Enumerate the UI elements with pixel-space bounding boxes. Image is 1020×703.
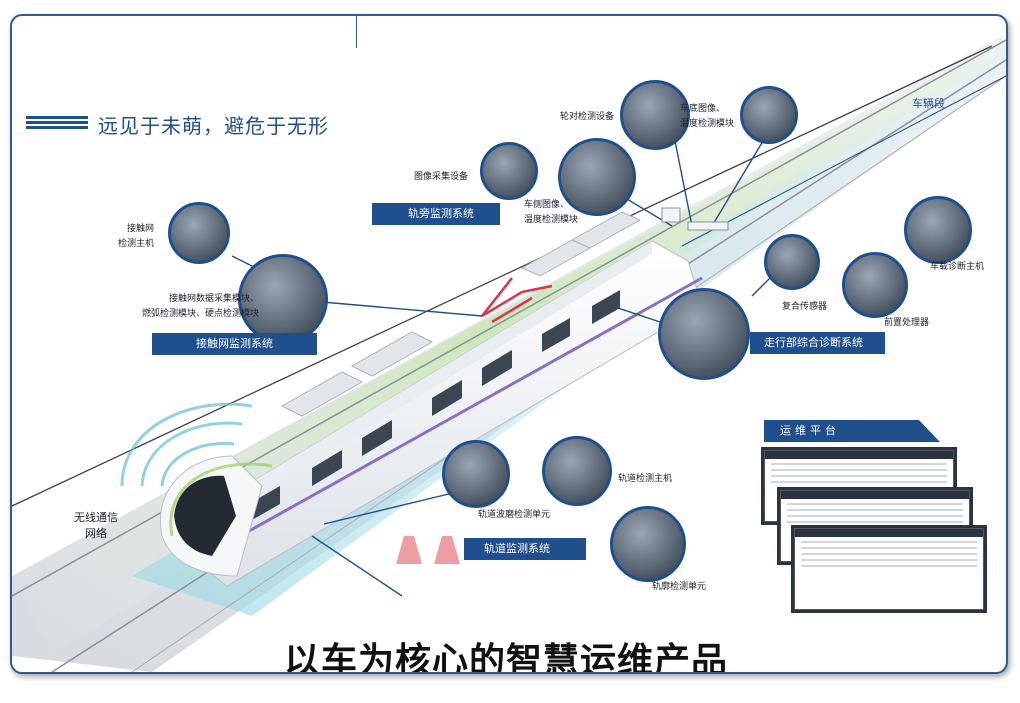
wireless-arcs-green (169, 462, 273, 537)
trackside-devices (661, 207, 729, 231)
bottom-module-label: 车底图像、温度检测模块 (680, 104, 735, 129)
profile-unit-photo (610, 506, 686, 582)
platform-banner: 运维平台 (764, 420, 940, 442)
train-windshield (174, 475, 236, 556)
section-label: 车辆段 (912, 97, 945, 110)
bottom-module-photo (740, 86, 798, 144)
catenary-host-photo (168, 202, 230, 264)
onboard-host-photo (904, 196, 972, 264)
headline-bars (26, 116, 88, 130)
onboard-host-label: 车载诊断主机 (930, 262, 985, 272)
bottom-title: 以车为核心的智慧运维产品 (284, 641, 729, 674)
image-device-photo (480, 142, 538, 200)
poster-frame: 远见于未萌，避危于无形 车辆段 接触网检测主机 接触网数据采集模块、燃弧检测模块… (10, 14, 1008, 674)
trackside-banner: 轨旁监测系统 (372, 203, 500, 225)
wheelset-label: 轮对检测设备 (560, 112, 615, 122)
pantograph (481, 277, 553, 324)
side-module-label: 车侧图像、温度检测模块 (524, 200, 579, 225)
catenary-wire (12, 45, 993, 507)
catenary-host-label: 接触网检测主机 (118, 224, 155, 249)
track-host-left-photo (442, 440, 510, 508)
wireless-label: 无线通信网络 (74, 511, 118, 540)
top-divider (356, 16, 357, 48)
sensor-photo (764, 234, 820, 290)
section-boundary (681, 75, 1006, 247)
bogie-photo (658, 288, 750, 380)
headline: 远见于未萌，避危于无形 (98, 114, 329, 138)
preprocessor-photo (842, 252, 908, 318)
track-host-label: 轨道检测主机 (618, 474, 673, 484)
roof-units (280, 211, 642, 417)
train-stripe (189, 276, 703, 566)
image-device-label: 图像采集设备 (414, 172, 469, 182)
train-roof (162, 241, 652, 550)
sensor-label: 复合传感器 (782, 302, 828, 312)
train-windows (252, 290, 620, 520)
running-gear-banner: 走行部综合诊断系统 (750, 332, 885, 354)
wheelset-photo (620, 80, 690, 150)
wireless-arcs (120, 402, 253, 487)
profile-unit-label: 轨廓检测单元 (652, 582, 707, 592)
preprocessor-label: 前置处理器 (884, 318, 930, 328)
side-module-photo (558, 138, 636, 216)
ops-platform: 运维平台 (764, 420, 992, 620)
catenary-banner: 接触网监测系统 (152, 333, 317, 355)
wear-unit-label: 轨道波磨检测单元 (478, 510, 551, 520)
platform-screen-3 (794, 528, 984, 610)
track-host-photo (542, 436, 612, 506)
track-banner: 轨道监测系统 (464, 538, 586, 560)
catenary-modules-label: 接触网数据采集模块、燃弧检测模块、硬点检测模块 (142, 294, 260, 319)
track-detect-beams (396, 536, 460, 564)
scene-illustration (12, 36, 1006, 672)
